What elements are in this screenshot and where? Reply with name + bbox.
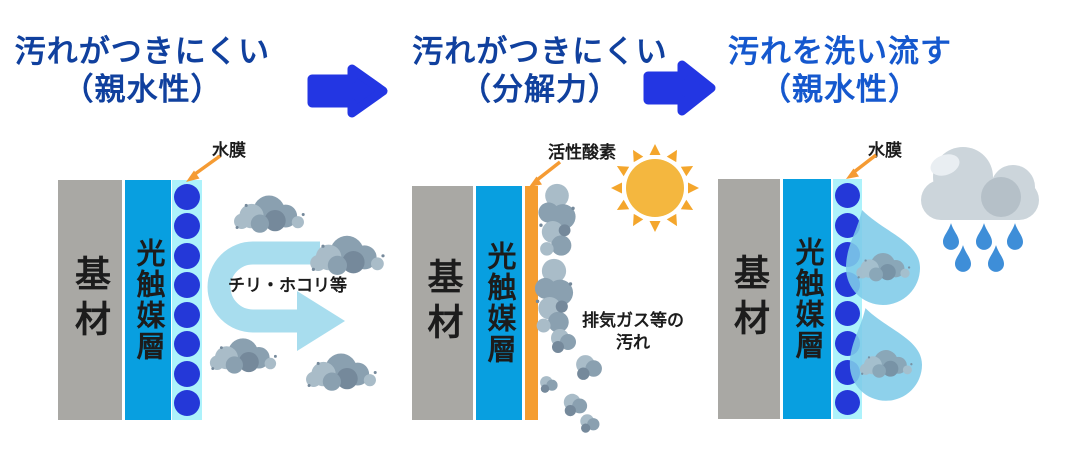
sun-icon [611, 144, 699, 232]
water-dot [174, 213, 200, 240]
water-dot [174, 390, 200, 417]
raindrop-icon [988, 245, 1004, 272]
panel1-base-label: 基材 [70, 255, 111, 345]
panel1-water-film-label: 水膜 [212, 141, 246, 160]
raindrop-icon [943, 223, 959, 250]
panel3-photocatalyst-label: 光触媒層 [791, 237, 823, 361]
dirt-puff-icon [580, 414, 600, 433]
water-dot [174, 301, 200, 328]
panel2-dirt-label-line2: 汚れ [616, 333, 650, 353]
panel1-dust-and-uturn-arrow [207, 195, 385, 391]
panel1-dirt-label: チリ・ホコリ等 [228, 276, 347, 295]
dirt-puff-icon [563, 393, 588, 417]
step1-title-line2: （親水性） [62, 72, 223, 108]
step1-title-line1: 汚れがつきにくい [14, 34, 271, 69]
water-dot [174, 331, 200, 358]
panel1-photocatalyst-layer: 光触媒層 [125, 180, 171, 420]
step2-title: 汚れがつきにくい （分解力） [410, 33, 670, 110]
water-dot [835, 301, 860, 327]
step2-title-line1: 汚れがつきにくい [412, 34, 668, 69]
arrow-right-icon [643, 60, 716, 116]
water-dot [174, 242, 200, 269]
dust-cloud-icon [306, 353, 377, 391]
raindrop-icon [1007, 223, 1023, 250]
water-dot [174, 272, 200, 299]
panel2-active-oxygen-layer [525, 186, 538, 420]
panel3-base-label: 基材 [729, 254, 770, 344]
panel1-photocatalyst-label: 光触媒層 [132, 238, 164, 362]
water-dot [835, 183, 860, 209]
dirt-puff-icon [576, 355, 602, 380]
panel2-base-label: 基材 [422, 258, 464, 348]
raindrop-icon [955, 245, 971, 272]
step2-title-line2: （分解力） [460, 72, 620, 108]
water-droplet-icon [850, 308, 922, 401]
panel2-photocatalyst-label: 光触媒層 [483, 241, 515, 365]
step3-title-line2: （親水性） [760, 72, 920, 108]
step3-title: 汚れを洗い流す （親水性） [710, 33, 970, 110]
dirt-puff-icon [540, 376, 558, 393]
panel1-base-layer: 基材 [58, 180, 122, 420]
arrow-right-icon [307, 64, 388, 118]
water-dot [835, 389, 860, 415]
panel3-photocatalyst-layer: 光触媒層 [783, 179, 831, 419]
rain-cloud-icon [921, 147, 1039, 272]
u-turn-arrow-icon [207, 241, 320, 333]
panel2-active-oxygen-label: 活性酸素 [548, 143, 616, 162]
water-droplet-icon [846, 210, 920, 305]
panel2-base-layer: 基材 [412, 186, 473, 420]
panel3-base-layer: 基材 [718, 179, 780, 419]
panel1-water-molecules [172, 180, 202, 420]
pointer-arrow-icon [846, 153, 878, 179]
dust-cloud-icon [310, 235, 385, 275]
pointer-arrow-icon [529, 160, 562, 187]
panel2-dirt-label-line1: 排気ガス等の [582, 311, 684, 330]
water-dot [174, 360, 200, 387]
panel2-decomposing-dirt [534, 183, 602, 433]
dust-cloud-icon [209, 338, 277, 374]
panel3-water-film-label: 水膜 [868, 141, 902, 160]
raindrop-icon [976, 223, 992, 250]
panel2-photocatalyst-layer: 光触媒層 [476, 186, 522, 420]
dust-cloud-icon [234, 195, 305, 233]
water-dot [174, 183, 200, 210]
step3-title-line1: 汚れを洗い流す [728, 34, 952, 69]
step1-title: 汚れがつきにくい （親水性） [5, 33, 280, 110]
dirt-blob-icon [538, 183, 576, 256]
pointer-arrow-icon [186, 154, 222, 182]
panel2-dirt-label: 排気ガス等の 汚れ [566, 310, 700, 354]
u-turn-arrowhead-icon [297, 291, 345, 351]
